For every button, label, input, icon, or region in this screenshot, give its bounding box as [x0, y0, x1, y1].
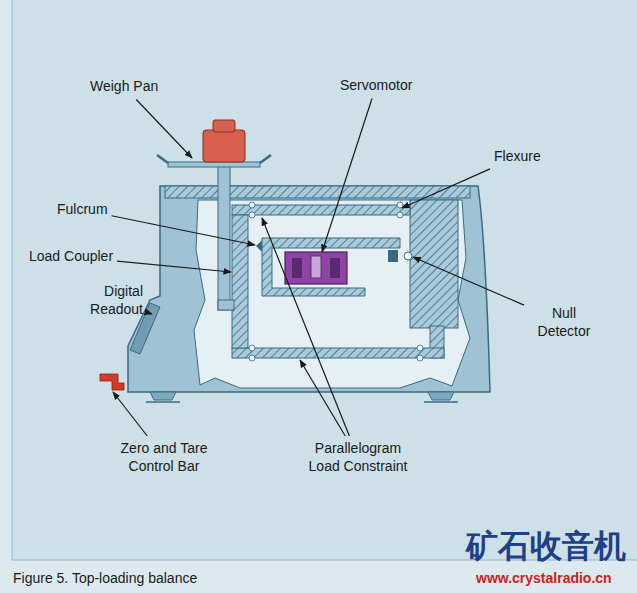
watermark: 矿石收音机 [466, 526, 626, 566]
null-detector [404, 252, 412, 260]
part-label: Parallelogram Load Constraint [298, 440, 418, 475]
part-label: Fulcrum [57, 201, 108, 219]
stem-joint [218, 300, 234, 310]
load-coupler [232, 215, 248, 348]
ground-line [146, 401, 180, 403]
flexure-notch [417, 355, 423, 361]
fulcrum-pivot [256, 240, 262, 252]
ground-line [424, 401, 458, 403]
detector-vane [388, 250, 398, 262]
part-label: Load Coupler [29, 248, 113, 266]
leader-line [300, 360, 345, 436]
frame-line [12, 0, 13, 560]
weigh-pan [168, 162, 260, 167]
leader-line [413, 257, 524, 305]
cutaway [194, 200, 470, 388]
flexure-notch [249, 202, 255, 208]
pan-rim [157, 155, 168, 163]
leader-line [112, 216, 255, 245]
caption-band [0, 560, 637, 593]
foot [150, 392, 176, 400]
foot [428, 392, 454, 400]
housing [128, 186, 490, 392]
flexure-notch [397, 202, 403, 208]
leader-line [322, 99, 372, 253]
weight-knob [213, 120, 235, 132]
leader-line [147, 312, 152, 314]
part-label: Flexure [494, 148, 541, 166]
leader-line [113, 392, 147, 436]
lower-arm [232, 348, 444, 358]
flexure-notch [249, 345, 255, 351]
leader-line [136, 100, 192, 159]
page-margin [0, 0, 12, 593]
control-bar [100, 374, 124, 390]
leader-line [117, 261, 231, 272]
magnet [292, 258, 302, 278]
figure-caption: Figure 5. Top-loading balance [13, 570, 197, 588]
magnet [330, 258, 340, 278]
weight [203, 130, 245, 162]
flexure-notch [417, 345, 423, 351]
top-plate [165, 186, 470, 198]
upper-arm [232, 205, 410, 215]
leader-line [262, 218, 349, 436]
part-label: Weigh Pan [90, 78, 158, 96]
flexure-notch [249, 212, 255, 218]
flexure-notch [397, 212, 403, 218]
coil [311, 256, 321, 278]
leader-line [402, 169, 490, 208]
part-label: Servomotor [340, 77, 412, 95]
frame-block [410, 200, 458, 328]
part-label: Zero and Tare Control Bar [104, 440, 224, 475]
part-label: Digital Readout [73, 283, 143, 318]
pan-rim [260, 155, 271, 163]
flexure-notch [249, 355, 255, 361]
pan-stem [218, 164, 230, 310]
lever [262, 238, 400, 296]
watermark: www.crystalradio.cn [476, 570, 612, 588]
part-label: Null Detector [528, 305, 600, 340]
servomotor [285, 252, 347, 284]
